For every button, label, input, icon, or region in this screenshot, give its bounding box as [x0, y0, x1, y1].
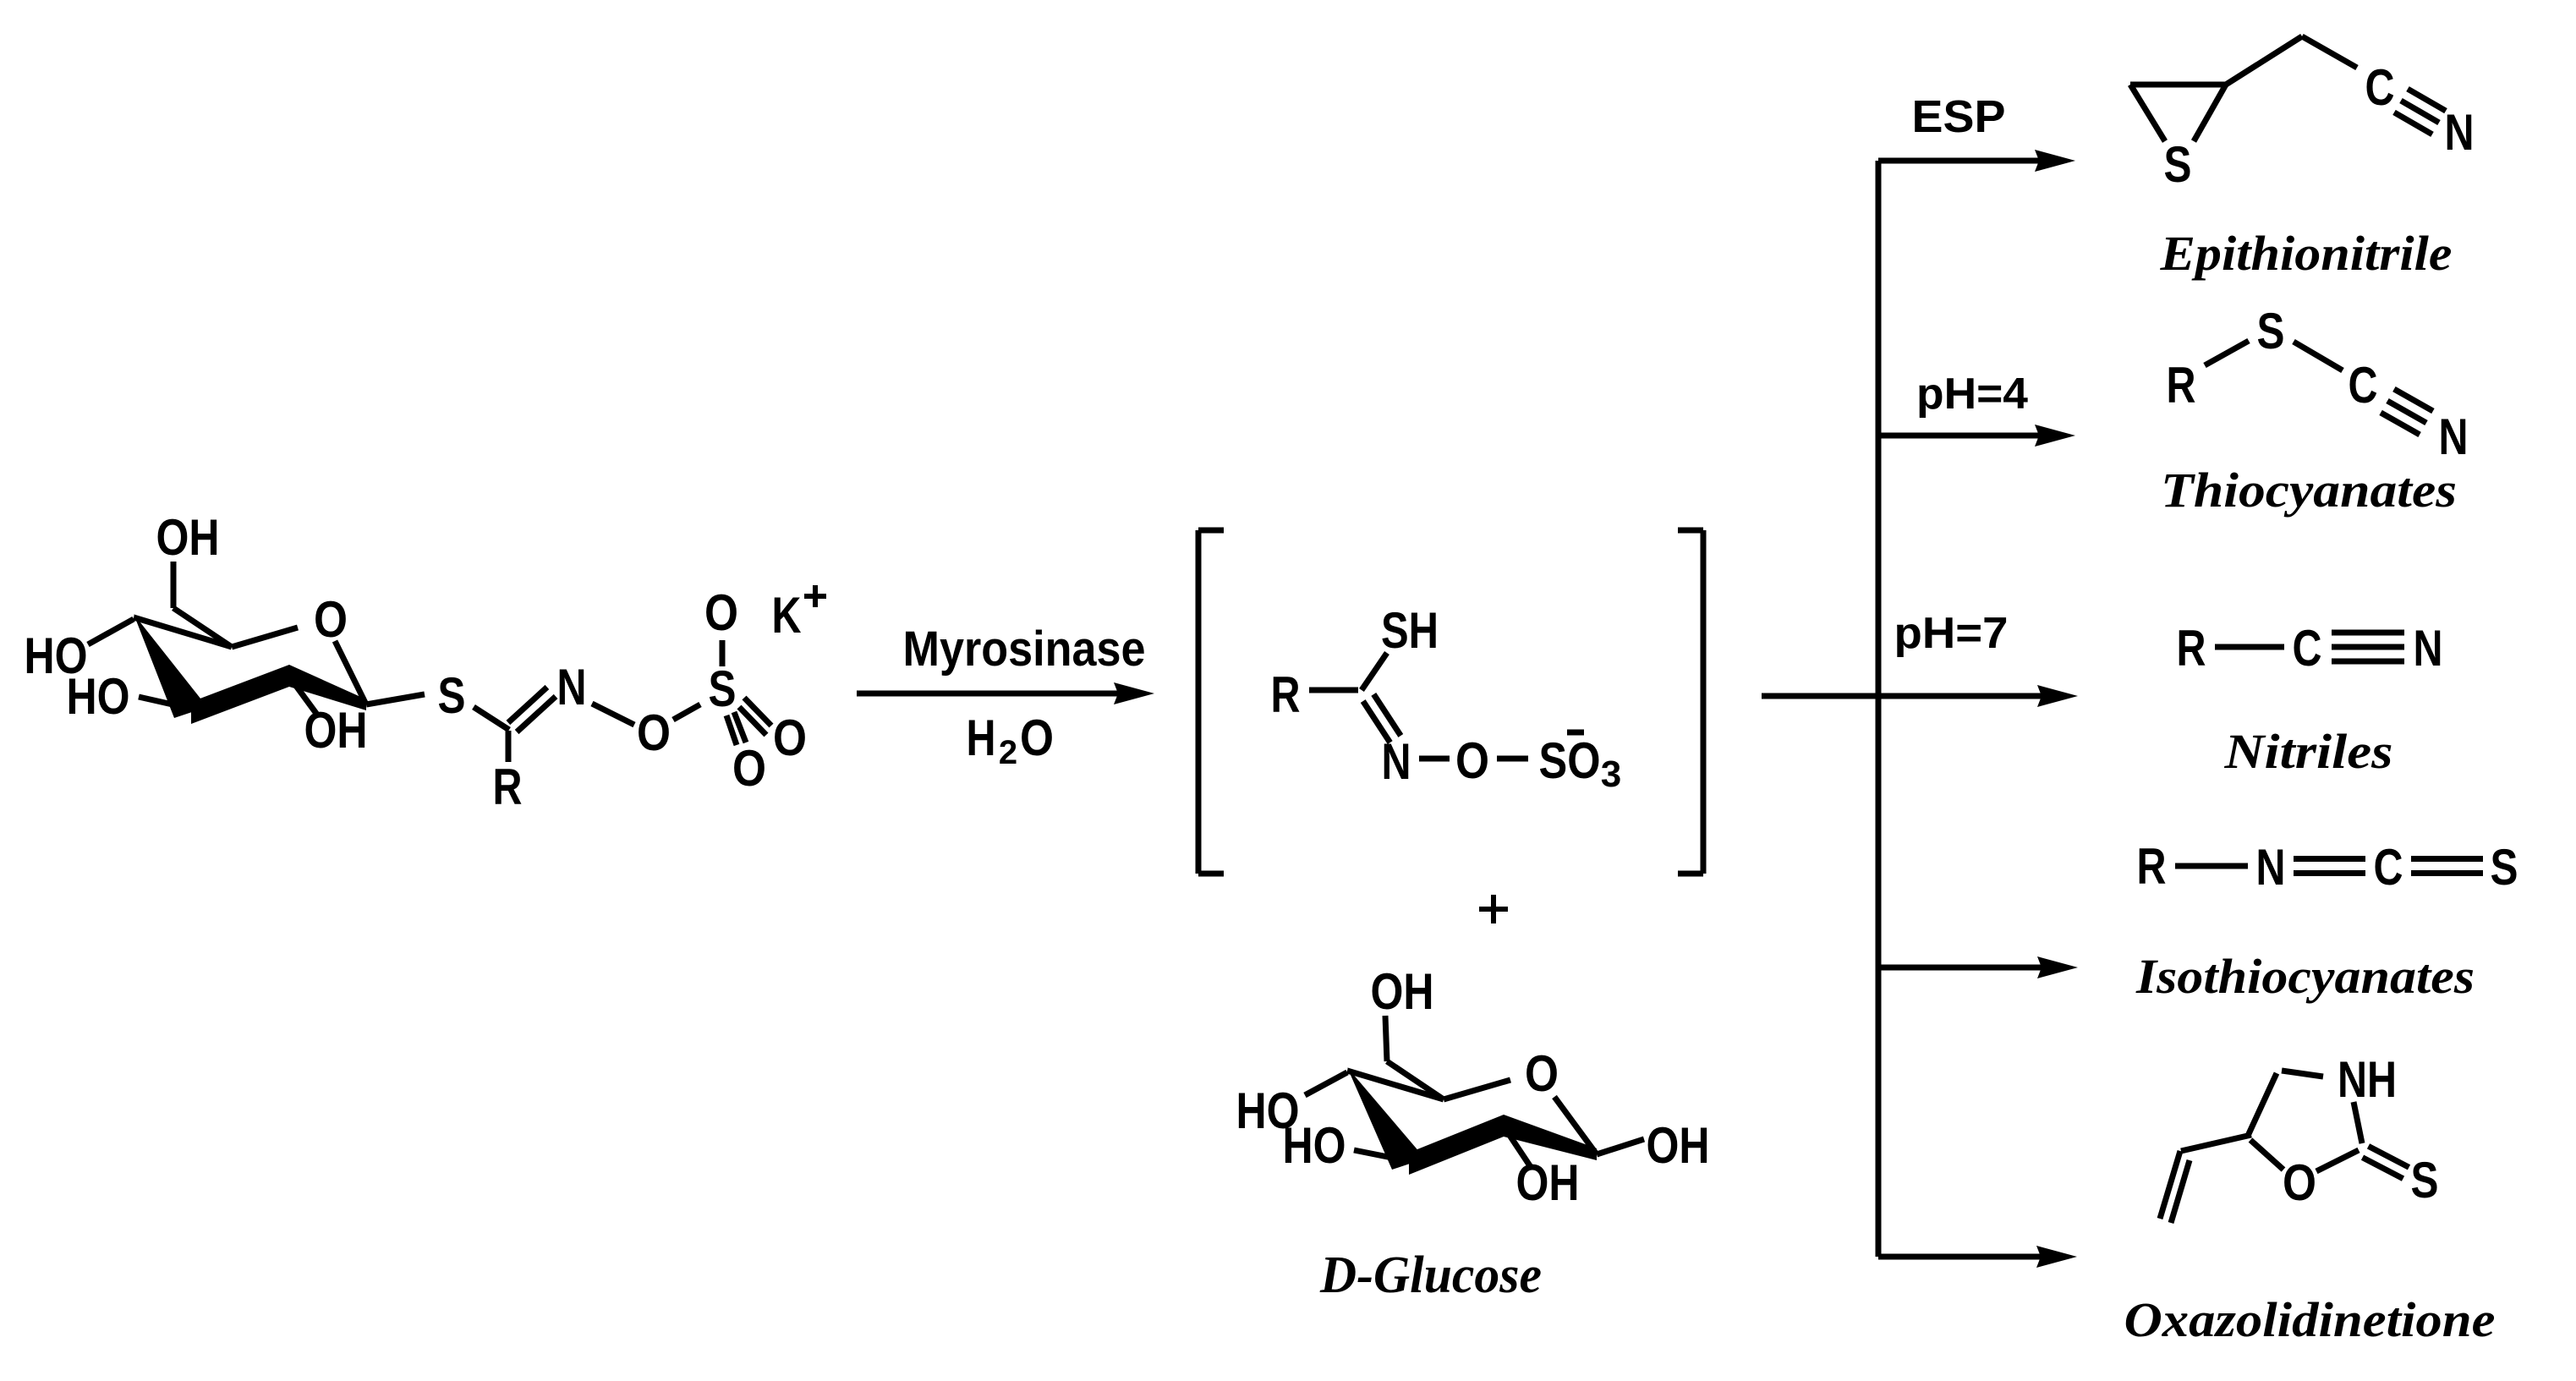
svg-text:SO: SO — [1539, 732, 1601, 789]
svg-text:O: O — [1020, 710, 1054, 766]
svg-text:R: R — [1271, 666, 1301, 723]
svg-text:Isothiocyanates: Isothiocyanates — [2135, 949, 2475, 1004]
svg-text:K: K — [772, 587, 802, 644]
svg-text:C: C — [2293, 620, 2322, 677]
svg-text:N: N — [2439, 408, 2469, 465]
svg-text:N: N — [1382, 733, 1411, 790]
svg-text:S: S — [2411, 1152, 2439, 1208]
svg-text:HO: HO — [25, 627, 88, 684]
svg-text:OH: OH — [1516, 1154, 1580, 1211]
svg-text:Nitriles: Nitriles — [2223, 724, 2392, 779]
svg-text:N: N — [2445, 104, 2475, 161]
svg-text:Epithionitrile: Epithionitrile — [2159, 226, 2452, 281]
svg-text:O: O — [1525, 1045, 1559, 1102]
svg-text:S: S — [438, 667, 466, 724]
svg-text:O: O — [773, 710, 807, 766]
svg-text:OH: OH — [304, 702, 368, 759]
svg-text:O: O — [2283, 1154, 2316, 1211]
svg-text:D-Glucose: D-Glucose — [1319, 1247, 1542, 1304]
svg-text:S: S — [2257, 303, 2285, 359]
svg-text:HO: HO — [67, 668, 130, 725]
svg-text:H: H — [967, 710, 996, 766]
svg-text:SH: SH — [1381, 602, 1439, 659]
svg-text:Oxazolidinetione: Oxazolidinetione — [2124, 1292, 2496, 1347]
svg-text:O: O — [637, 704, 671, 761]
svg-text:R: R — [493, 759, 523, 815]
svg-text:N: N — [2256, 839, 2286, 896]
svg-text:O: O — [314, 591, 348, 648]
svg-text:ESP: ESP — [1912, 91, 2006, 142]
svg-text:OH: OH — [1371, 963, 1434, 1020]
svg-text:C: C — [2374, 839, 2403, 896]
svg-text:R: R — [2137, 838, 2167, 895]
svg-text:O: O — [732, 740, 766, 797]
svg-text:C: C — [2349, 357, 2378, 414]
svg-text:Thiocyanates: Thiocyanates — [2161, 463, 2457, 518]
svg-text:HO: HO — [1236, 1082, 1300, 1139]
svg-text:pH=7: pH=7 — [1894, 609, 2009, 658]
svg-text:3: 3 — [1601, 754, 1621, 795]
svg-text:Myrosinase: Myrosinase — [903, 622, 1146, 677]
svg-text:2: 2 — [999, 734, 1017, 771]
svg-text:HO: HO — [1283, 1117, 1346, 1174]
svg-text:S: S — [2491, 839, 2518, 896]
svg-text:S: S — [2164, 136, 2192, 193]
svg-text:R: R — [2167, 357, 2196, 414]
svg-text:R: R — [2177, 620, 2206, 677]
svg-text:N: N — [2414, 620, 2443, 677]
svg-text:C: C — [2365, 59, 2395, 116]
svg-text:pH=4: pH=4 — [1916, 370, 2028, 419]
svg-text:OH: OH — [156, 509, 220, 566]
svg-text:O: O — [704, 584, 738, 641]
svg-text:N: N — [557, 659, 587, 715]
svg-text:OH: OH — [1647, 1117, 1710, 1174]
svg-text:O: O — [1455, 732, 1489, 789]
svg-text:NH: NH — [2338, 1051, 2397, 1108]
svg-text:S: S — [709, 660, 737, 717]
